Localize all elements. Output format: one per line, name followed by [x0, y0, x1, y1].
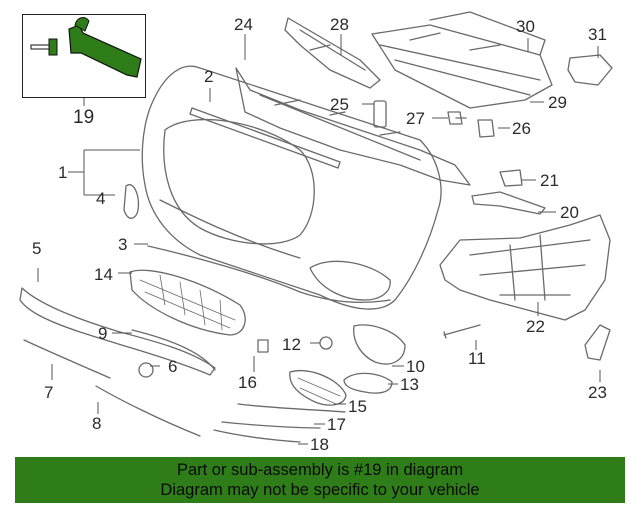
clip-26 — [477, 119, 495, 138]
callout-31: 31 — [588, 25, 607, 44]
callout-18: 18 — [310, 435, 329, 454]
side-bracket-22 — [439, 214, 611, 321]
callout-26: 26 — [512, 119, 531, 138]
callout-8: 8 — [92, 414, 102, 433]
banner-line-2: Diagram may not be specific to your vehi… — [160, 481, 480, 499]
strip-15 — [237, 403, 346, 413]
callout-2: 2 — [204, 67, 214, 86]
clip-27 — [447, 111, 467, 125]
upper-support-bracket — [235, 67, 471, 186]
clip-16 — [257, 339, 269, 353]
callout-4: 4 — [96, 189, 106, 208]
callout-12: 12 — [282, 335, 301, 354]
lower-trim-3 — [147, 245, 391, 304]
trim-strip-9 — [131, 329, 216, 371]
callout-28: 28 — [330, 15, 349, 34]
strip-7 — [23, 339, 111, 379]
strip-8 — [95, 385, 201, 437]
spoiler-5 — [19, 287, 216, 376]
callout-7: 7 — [44, 383, 54, 402]
lower-grille-14 — [129, 269, 246, 336]
callout-3: 3 — [118, 235, 128, 254]
screw-head — [48, 38, 58, 56]
side-bracket-31 — [567, 54, 613, 86]
fog-opening — [309, 260, 391, 301]
part-19-drawing — [30, 17, 142, 78]
clip-6 — [138, 362, 154, 378]
callout-16: 16 — [238, 373, 257, 392]
energy-absorber — [371, 24, 553, 109]
absorber-upper — [429, 11, 546, 56]
callout-25: 25 — [330, 95, 349, 114]
part-19-clip — [74, 17, 90, 32]
screw-shank — [30, 44, 50, 50]
callout-22: 22 — [526, 317, 545, 336]
callout-10: 10 — [406, 357, 425, 376]
part-19-inset — [22, 14, 146, 98]
fog-cover-10 — [353, 324, 406, 365]
callout-15: 15 — [348, 397, 367, 416]
strip-18 — [213, 429, 301, 443]
grille-16 — [289, 370, 347, 406]
bumper-cover — [141, 65, 442, 310]
upper-trim-strip — [189, 107, 341, 169]
callout-23: 23 — [588, 383, 607, 402]
callout-30: 30 — [516, 17, 535, 36]
parts-diagram — [19, 11, 613, 445]
callout-5: 5 — [32, 239, 42, 258]
guide-bracket-28 — [284, 17, 381, 89]
grille-13 — [343, 372, 393, 394]
bracket-23 — [584, 324, 611, 361]
callout-19: 19 — [73, 107, 95, 128]
callout-24: 24 — [234, 15, 253, 34]
callout-20: 20 — [560, 203, 579, 222]
callout-29: 29 — [548, 93, 567, 112]
part-info-banner: Part or sub-assembly is #19 in diagram D… — [15, 457, 625, 503]
callout-27: 27 — [406, 109, 425, 128]
callout-11: 11 — [468, 349, 486, 368]
clip-25 — [373, 100, 387, 128]
bracket-20 — [471, 191, 546, 215]
callout-9: 9 — [98, 324, 108, 343]
sensor-12 — [319, 336, 333, 350]
callout-1: 1 — [58, 163, 68, 182]
callout-17: 17 — [327, 415, 346, 434]
bolt-11 — [443, 324, 481, 339]
callout-21: 21 — [540, 171, 559, 190]
bracket-21 — [499, 169, 523, 187]
callout-14: 14 — [94, 265, 113, 284]
strip-17 — [221, 421, 321, 429]
callout-6: 6 — [168, 357, 178, 376]
part-19-bracket — [68, 24, 142, 78]
callout-13: 13 — [400, 375, 419, 394]
grille-opening — [163, 119, 315, 245]
banner-line-1: Part or sub-assembly is #19 in diagram — [176, 461, 464, 479]
cover-4 — [123, 184, 140, 219]
